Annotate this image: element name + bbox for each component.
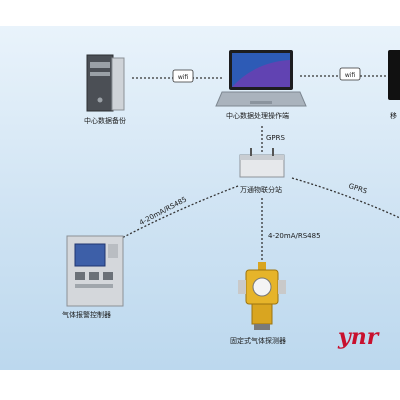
svg-text:wifi: wifi — [345, 72, 356, 79]
laptop-icon — [215, 50, 307, 107]
wifi-icon-right: wifi — [339, 67, 361, 81]
wifi-icon-left: wifi — [172, 69, 194, 83]
svg-text:wifi: wifi — [178, 74, 189, 81]
gateway-label: 万通物联分站 — [240, 186, 282, 194]
diagram-background — [0, 26, 400, 370]
mobile-label: 移 — [390, 112, 397, 120]
gas-detector-icon — [238, 262, 286, 330]
link-gateway-right — [291, 177, 400, 219]
center-label: 中心数据处理操作端 — [226, 112, 289, 120]
server-tower-icon — [86, 54, 125, 112]
gprs-up-label: GPRS — [266, 134, 285, 142]
controller-label: 气体报警控制器 — [62, 311, 111, 319]
detector-label: 固定式气体探测器 — [230, 337, 286, 345]
phone-icon — [388, 50, 400, 100]
controller-panel-icon — [66, 235, 124, 307]
backup-label: 中心数据备份 — [84, 117, 126, 125]
rs485-down-label: 4-20mA/RS485 — [268, 232, 321, 240]
watermark-logo: ynr — [338, 324, 379, 350]
gateway-box-icon — [239, 148, 285, 178]
link-gateway-controller — [117, 185, 239, 241]
